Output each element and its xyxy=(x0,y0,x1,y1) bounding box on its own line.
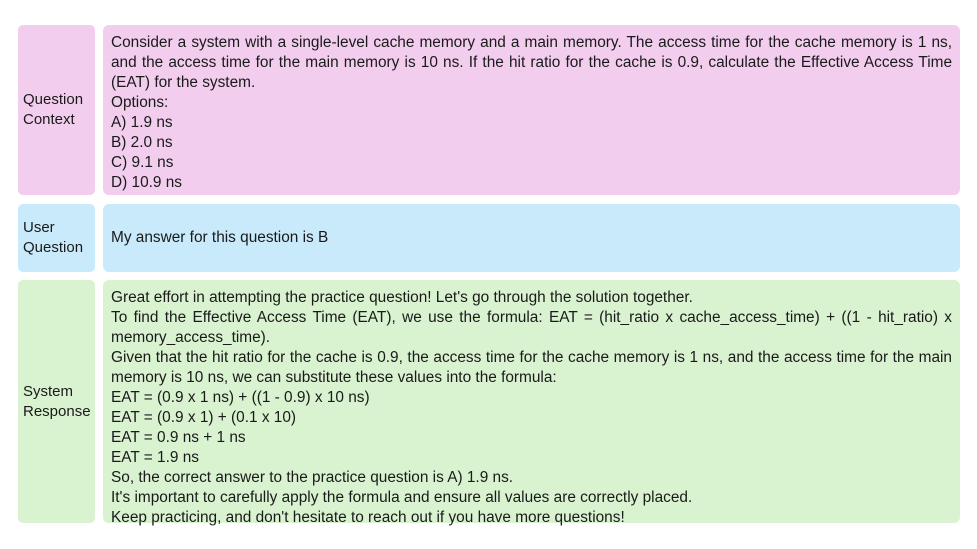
question-context-label-line2: Context xyxy=(23,111,75,128)
system-response-label: System Response xyxy=(18,280,95,523)
response-formula-paragraph: To find the Effective Access Time (EAT),… xyxy=(111,309,952,346)
system-response-row: System Response Great effort in attempti… xyxy=(18,280,960,526)
option-c: C) 9.1 ns xyxy=(111,154,174,171)
question-context-label-line1: Question xyxy=(23,91,84,108)
option-b: B) 2.0 ns xyxy=(111,134,173,151)
system-response-label-line2: Response xyxy=(23,402,91,420)
question-context-row: Question Context Consider a system with … xyxy=(18,25,960,195)
response-intro: Great effort in attempting the practice … xyxy=(111,289,693,306)
options-heading: Options: xyxy=(111,94,169,111)
user-question-label: User Question xyxy=(18,204,95,272)
response-conclusion: So, the correct answer to the practice q… xyxy=(111,469,514,486)
response-step-1: EAT = (0.9 x 1 ns) + ((1 - 0.9) x 10 ns) xyxy=(111,389,370,406)
user-question-label-line1: User xyxy=(23,219,55,236)
response-given-paragraph: Given that the hit ratio for the cache i… xyxy=(111,349,952,386)
user-question-row: User Question My answer for this questio… xyxy=(18,204,960,272)
user-question-label-line2: Question xyxy=(23,239,84,256)
option-a: A) 1.9 ns xyxy=(111,114,173,131)
response-step-4: EAT = 1.9 ns xyxy=(111,449,199,466)
question-context-content: Consider a system with a single-level ca… xyxy=(103,25,960,195)
system-response-label-line1: System xyxy=(23,382,74,400)
question-paragraph: Consider a system with a single-level ca… xyxy=(111,34,952,91)
response-step-2: EAT = (0.9 x 1) + (0.1 x 10) xyxy=(111,409,297,426)
user-answer-text: My answer for this question is B xyxy=(111,229,329,246)
response-step-3: EAT = 0.9 ns + 1 ns xyxy=(111,429,246,446)
user-question-content: My answer for this question is B xyxy=(103,204,960,272)
response-closing: Keep practicing, and don't hesitate to r… xyxy=(111,509,625,526)
system-response-content: Great effort in attempting the practice … xyxy=(103,280,960,526)
option-d: D) 10.9 ns xyxy=(111,174,183,191)
question-context-label: Question Context xyxy=(18,25,95,195)
response-advice: It's important to carefully apply the fo… xyxy=(111,489,693,506)
